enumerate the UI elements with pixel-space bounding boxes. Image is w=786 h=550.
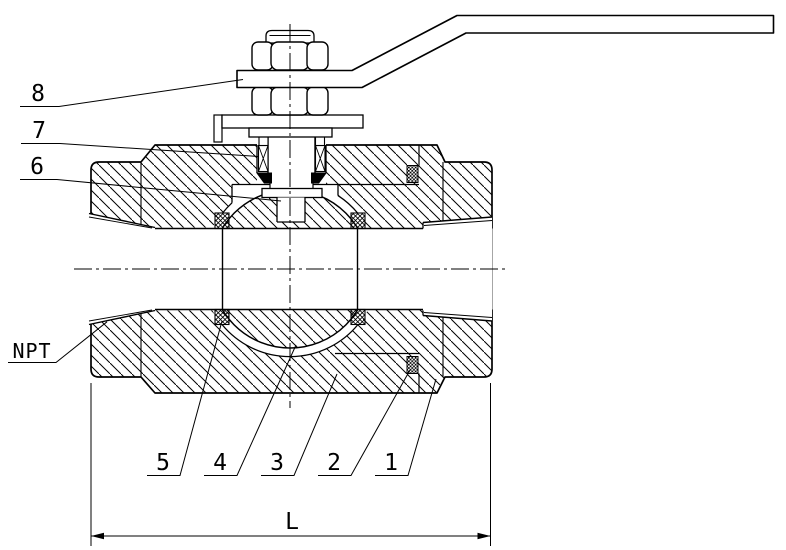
seat-top-left [214, 212, 230, 230]
leader-lines [8, 79, 437, 476]
seat-bottom-right [350, 308, 366, 326]
leader-3 [261, 373, 338, 476]
callout-6-label: 6 [30, 154, 44, 180]
mounting-plate [221, 114, 364, 129]
seat-top-right [350, 212, 366, 230]
extension-lines [90, 383, 491, 546]
callout-5-label: 5 [156, 450, 170, 476]
gland-follower-left [258, 135, 269, 147]
callout-3-label: 3 [270, 450, 284, 476]
dimension-L-label: L [285, 509, 299, 535]
body-seal-bottom [406, 356, 419, 374]
callout-npt-label: NPT [12, 339, 51, 363]
handle-lever [236, 14, 775, 89]
dim-arrow-right [477, 532, 491, 540]
leader-npt [8, 321, 108, 363]
thread-lines-left [88, 216, 153, 322]
dimension-L: L [90, 383, 491, 546]
stem-tang [276, 197, 306, 223]
bore-edges [155, 227, 423, 311]
leader-1 [375, 378, 437, 476]
centerlines [74, 24, 508, 408]
stem-lower [256, 135, 327, 223]
leader-2 [318, 369, 411, 476]
leader-4 [204, 344, 297, 476]
body-cap-joint [335, 145, 420, 393]
callout-7-label: 7 [32, 118, 46, 144]
callout-4-label: 4 [213, 450, 227, 476]
leader-5 [147, 320, 223, 476]
body-seal-top [406, 165, 419, 183]
gland-follower-right [314, 135, 326, 147]
callout-8-label: 8 [31, 81, 45, 107]
leader-6 [20, 179, 282, 202]
handle-stop-tab [213, 114, 223, 143]
dim-arrow-left [91, 532, 104, 540]
callout-labels: 8 7 6 NPT 5 4 3 2 1 [12, 81, 397, 476]
stem-seal-left [256, 172, 272, 184]
thread-lines-right [423, 220, 493, 318]
stem-nut-lower [251, 86, 329, 116]
seat-rings [214, 212, 366, 326]
stem-seal-right [311, 172, 327, 184]
seat-bottom-left [214, 308, 230, 326]
callout-2-label: 2 [327, 450, 341, 476]
leader-8 [20, 79, 244, 107]
callout-1-label: 1 [384, 450, 398, 476]
stem-flange [261, 187, 323, 199]
leader-7 [21, 143, 259, 157]
